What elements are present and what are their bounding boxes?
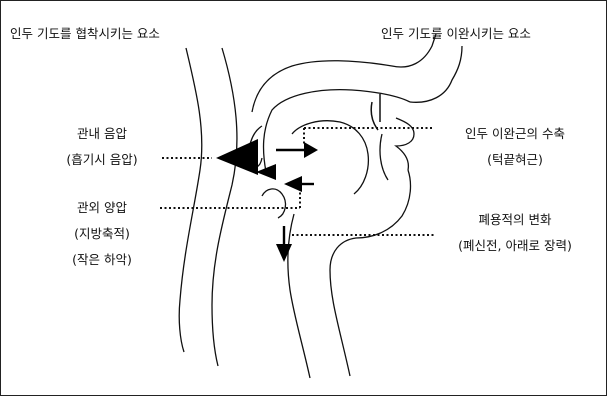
label-fat-deposition: (지방축적) [74,226,130,241]
label-intraluminal-pressure: 관내 음압 [77,126,127,141]
label-small-mandible: (작은 하악) [72,252,132,267]
posterior-wall-inner [211,47,238,367]
chin-neck [329,169,412,377]
laryngeal-airway [287,213,311,379]
label-dilator-muscle-contraction: 인두 이완근의 수축 [465,126,565,141]
label-genioglossus: (턱끝혀근) [487,152,543,167]
label-lung-inflation-traction: (폐신전, 아래로 장력) [458,238,572,253]
upper-teeth [370,94,381,131]
soft-palate-lower [262,88,411,173]
face-profile [409,45,463,103]
lung-arrow-head [276,244,292,262]
pull-arrow-head [304,142,318,158]
negative-pressure-arrow [216,139,258,175]
soft-palate-outline [251,33,437,113]
header-widening-factors: 인두 기도를 이완시키는 요소 [381,26,531,41]
posterior-wall-outer [178,47,203,353]
label-lung-volume-change: 폐용적의 변화 [478,212,552,227]
header-narrowing-factors: 인두 기도를 협착시키는 요소 [10,26,160,41]
push-arrow-small-2 [284,176,302,192]
push-arrow-small-1 [256,164,276,180]
lips [394,117,415,171]
label-inspiratory-negative-pressure: (흡기시 음압) [66,152,138,167]
label-extraluminal-pressure: 관외 양압 [77,200,127,215]
lower-teeth [379,133,389,181]
epiglottis [261,188,287,219]
tongue-outline [291,120,370,195]
